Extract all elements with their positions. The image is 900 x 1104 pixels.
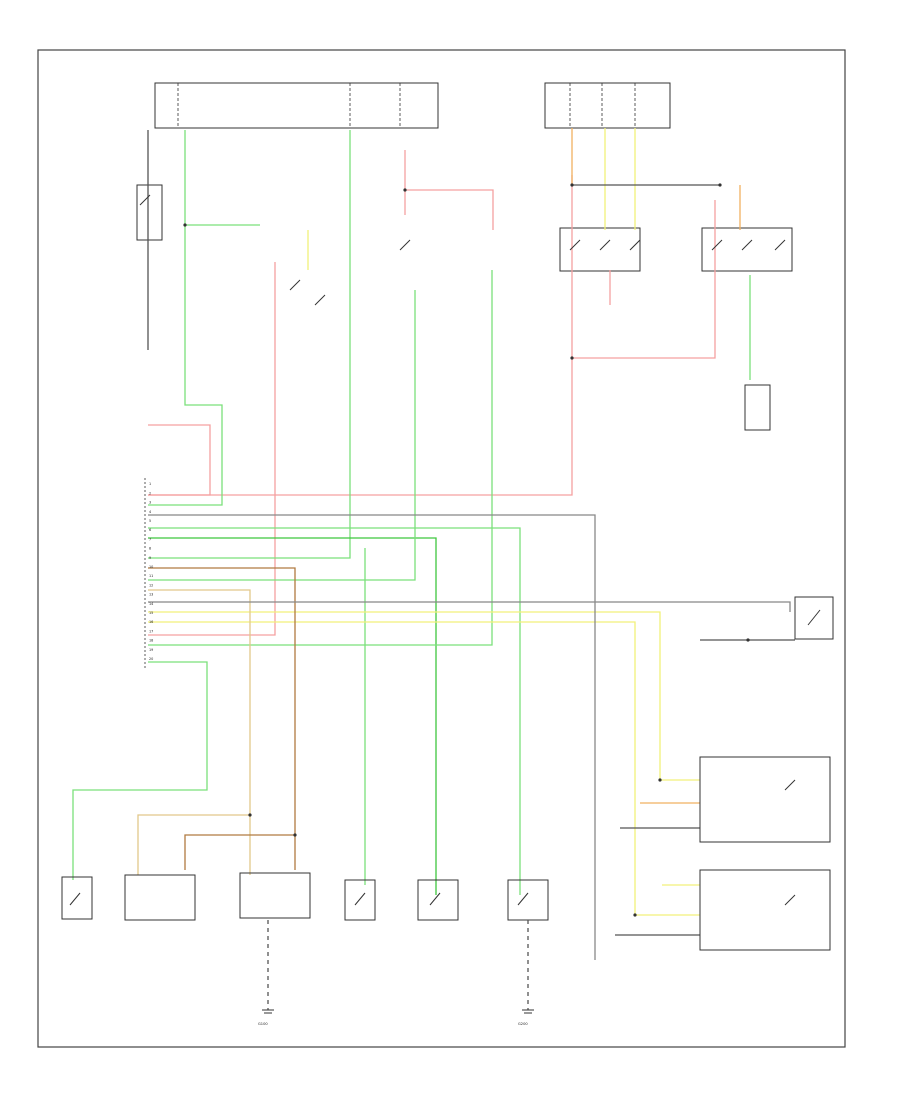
lower-relay-1 (124, 874, 196, 921)
wire-green-3 (148, 130, 351, 559)
left-switch-box (136, 184, 163, 241)
connector-pin-number: 9 (149, 556, 151, 560)
wire-gray-2 (148, 601, 791, 612)
switch-contacts (69, 194, 821, 906)
lower-switch-4 (507, 879, 549, 921)
lower-components (61, 756, 831, 951)
wire-green-1 (148, 130, 223, 506)
right-switch-box (794, 596, 834, 640)
wire-group (72, 128, 795, 960)
connector-pin-number: 20 (149, 657, 153, 661)
connector-pin-number: 19 (149, 648, 153, 652)
connector-pin-number: 8 (149, 547, 151, 551)
connector-pin-number: 13 (149, 593, 153, 597)
wire-tan-1 (148, 589, 251, 875)
right-door-switch-1 (699, 756, 831, 843)
connector-pin-number: 12 (149, 583, 153, 587)
lower-switch-3 (417, 879, 459, 921)
right-door-switch-2 (699, 869, 831, 951)
wire-pink-3 (572, 200, 716, 359)
switch-cluster-1 (559, 227, 641, 272)
connector-pin-number: 6 (149, 528, 151, 532)
wire-gray-1 (148, 514, 596, 960)
lower-switch-1 (61, 876, 93, 920)
connector-pin-number: 5 (149, 519, 151, 523)
wire-yellow-1 (148, 611, 700, 781)
fuse-relay-box-right (544, 82, 671, 129)
ground-label-2: G200 (518, 1022, 528, 1026)
wire-green-4 (148, 527, 521, 895)
junction-dots (183, 183, 750, 917)
wire-brown-1 (148, 567, 296, 870)
connector-pin-number: 10 (149, 565, 153, 569)
wire-tan-2 (137, 814, 250, 875)
wire-pink-2 (148, 175, 573, 496)
wire-yellow-2 (148, 621, 700, 916)
ground-label-1: G100 (258, 1022, 268, 1026)
lower-relay-2 (239, 872, 311, 919)
connector-pin-number: 2 (149, 491, 151, 495)
wire-green-5 (148, 537, 437, 895)
right-module-box (744, 384, 771, 431)
connector-pin-number: 18 (149, 639, 153, 643)
wire-pink-4 (405, 189, 494, 230)
connector-pin-number: 17 (149, 629, 153, 633)
diagram-frame (37, 49, 846, 1048)
connector-pin-number: 15 (149, 611, 153, 615)
wire-green-6 (148, 290, 416, 581)
wire-pink-1 (148, 424, 211, 496)
connector-pin-number: 7 (149, 537, 151, 541)
wire-green-7 (148, 270, 493, 646)
connector-pin-number: 4 (149, 510, 151, 514)
connector-pin-number: 14 (149, 602, 153, 606)
connector-pin-number: 16 (149, 620, 153, 624)
wire-green-8 (72, 661, 208, 880)
connector-pin-number: 3 (149, 501, 151, 505)
lower-switch-2 (344, 879, 376, 921)
connector-pin-number: 1 (149, 482, 151, 486)
ground-symbols: G100 G200 (258, 920, 534, 1026)
wire-brown-2 (184, 834, 295, 870)
fuse-relay-box-left (154, 82, 439, 129)
wire-pink-6 (148, 262, 276, 636)
connector-pin-number: 11 (149, 574, 153, 578)
switch-cluster-2 (701, 227, 793, 272)
